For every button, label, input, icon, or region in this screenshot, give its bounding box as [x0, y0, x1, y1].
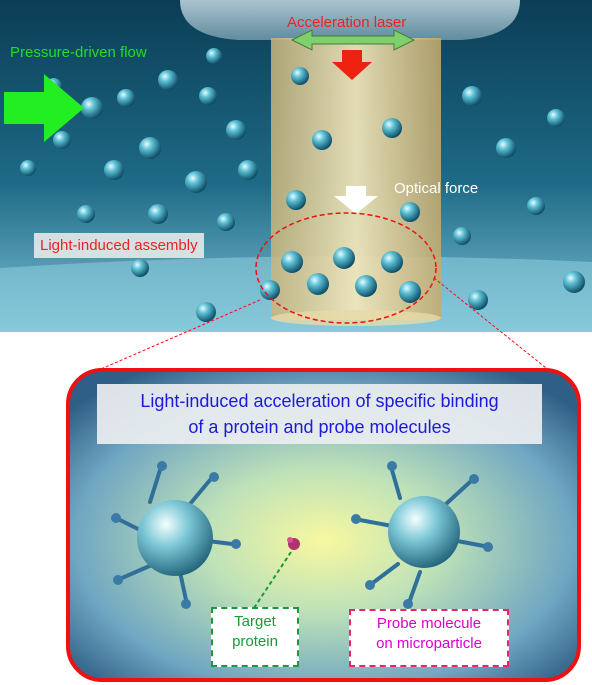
inset-title-line2: of a protein and probe molecules — [188, 417, 451, 437]
binding-inset — [66, 368, 581, 682]
inset-frame — [66, 368, 581, 682]
pressure-flow-label: Pressure-driven flow — [10, 44, 147, 61]
probe-tag-line1: Probe molecule — [376, 615, 482, 632]
light-assembly-label: Light-induced assembly — [34, 233, 204, 258]
target-tag-line2: protein — [232, 633, 278, 650]
probe-tag-line2: on microparticle — [376, 635, 482, 652]
inset-title: Light-induced acceleration of specific b… — [97, 384, 542, 444]
optical-force-arrow-icon — [334, 186, 378, 214]
probe-molecule-tag: Probe molecule on microparticle — [349, 609, 509, 667]
optical-force-label: Optical force — [394, 180, 479, 197]
acceleration-laser-label: Acceleration laser — [287, 14, 407, 31]
inset-title-line1: Light-induced acceleration of specific b… — [140, 391, 499, 411]
scan-arrow-icon — [290, 29, 416, 51]
right-microparticle — [351, 461, 493, 609]
laser-arrow-icon — [332, 50, 372, 80]
left-microparticle — [111, 461, 241, 609]
beam-base — [271, 310, 441, 326]
objective-lens — [180, 0, 520, 40]
target-protein — [287, 537, 300, 550]
assembly-region-outline — [255, 212, 437, 324]
microchannel-scene — [0, 0, 592, 332]
microparticles — [20, 48, 585, 322]
target-tag-line1: Target — [234, 613, 276, 630]
flow-arrow-icon — [4, 74, 84, 142]
target-protein-tag: Target protein — [211, 607, 299, 667]
laser-beam — [271, 38, 441, 320]
